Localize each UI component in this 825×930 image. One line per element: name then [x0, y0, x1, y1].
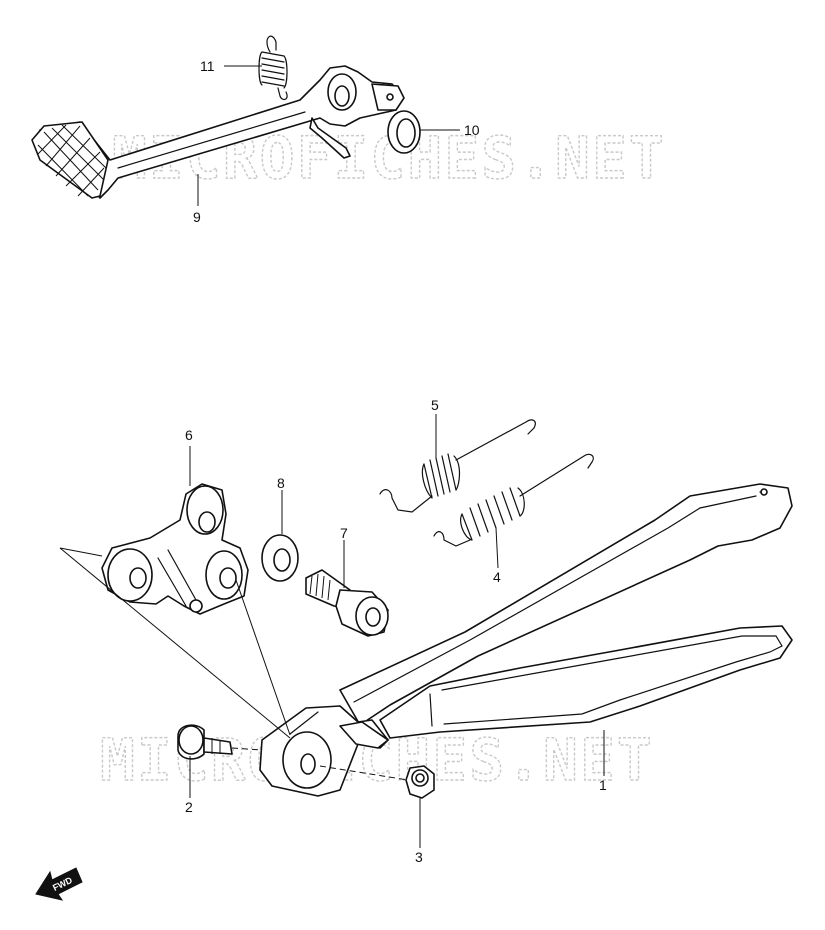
callout-8: 8	[277, 475, 285, 491]
washer-part-8	[261, 534, 299, 582]
bolt-part-7	[305, 569, 389, 637]
callout-11: 11	[200, 58, 215, 74]
callout-5: 5	[431, 397, 439, 413]
bracket-part-6	[101, 483, 249, 615]
callout-4: 4	[493, 569, 501, 585]
fwd-arrow-icon: FWD	[35, 867, 83, 901]
callout-1: 1	[599, 777, 607, 793]
callout-9: 9	[193, 209, 201, 225]
brake-pedal-part-9	[31, 65, 405, 199]
washer-part-10	[387, 110, 421, 154]
spring-part-4	[433, 453, 594, 547]
callout-2: 2	[185, 799, 193, 815]
callout-6: 6	[185, 427, 193, 443]
leader-lines	[189, 65, 605, 848]
callout-3: 3	[415, 849, 423, 865]
return-spring-part-11	[258, 35, 288, 101]
spring-part-5	[379, 419, 536, 513]
assembly-lines	[59, 547, 409, 781]
callout-7: 7	[340, 525, 348, 541]
callout-10: 10	[464, 122, 480, 138]
nut-part-3	[405, 765, 435, 799]
stand-part-1	[259, 483, 793, 797]
bolt-part-2	[177, 724, 233, 760]
